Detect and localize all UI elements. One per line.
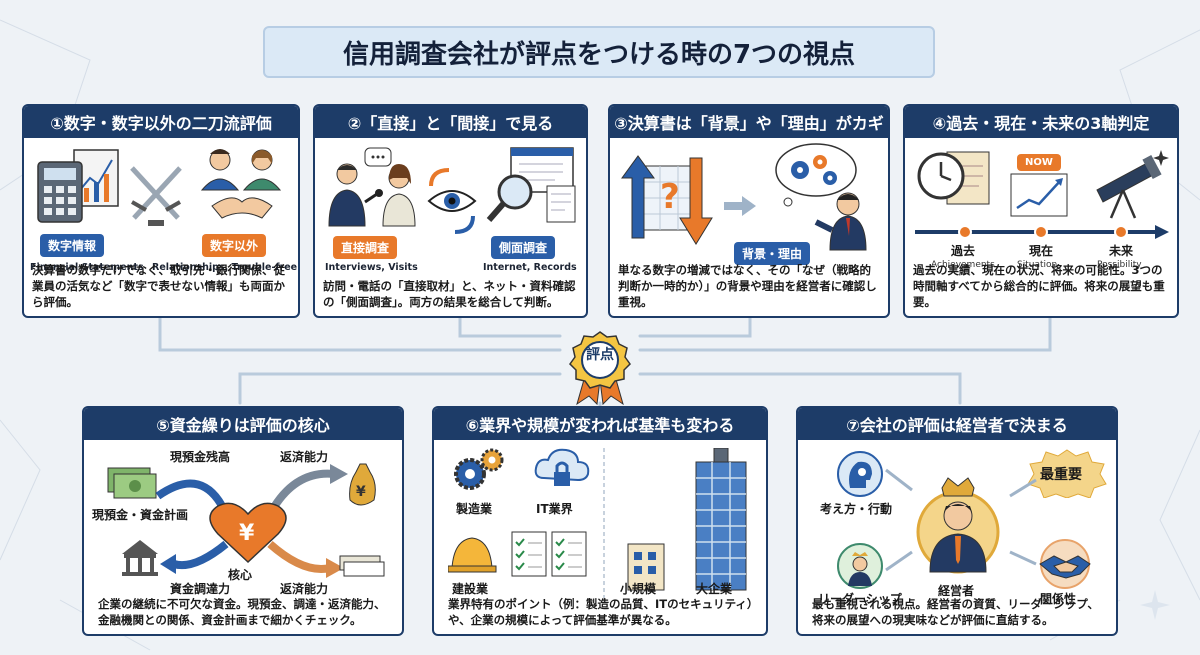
numbers-pill: 数字情報 [40,234,105,257]
present-label: 現在 [1029,244,1054,258]
thinking-action-label: 考え方・行動 [820,502,893,516]
card-5-cash-flow: ⑤資金繰りは評価の核心 ¥ ¥ 現預金残高 返済能力 現預金・資金計画 [82,406,404,636]
card-heading: ⑦会社の評価は経営者で決まる [798,408,1116,440]
card-description: 訪問・電話の「直接取材」と、ネット・資料確認の「側面調査」。両方の結果を総合して… [323,279,576,309]
hardhat-checklist-icon [448,531,587,577]
leadership-label: リーダーシップ [818,592,902,606]
right-arrow-icon [724,196,756,216]
repayment-capacity-label: 返済能力 [280,450,329,464]
executive-crown-icon [916,477,1000,574]
gears-icon [454,448,504,490]
growth-chart-icon [1010,173,1068,217]
cash-balance-label: 現預金残高 [170,450,231,464]
clock-scroll-icon [917,151,990,205]
card-description: 過去の実績、現在の状況、将来の可能性。3つの時間軸すべてから総合的に評価。将来の… [913,263,1165,309]
calculator-chart-icon [37,149,119,223]
card-heading: ①数字・数字以外の二刀流評価 [24,106,298,138]
relationships-label: Relationships, Trouble-free [152,262,298,273]
future-label: 未来 [1109,244,1134,258]
card-description: 最も重視される視点。経営者の資質、リーダーシップ、将来の展望への現実味などが評価… [812,597,1099,627]
thinking-businessman-icon [775,143,867,251]
crossed-swords-icon [130,166,182,226]
present-sub: Situation [1017,260,1058,270]
card-4-three-axis: ④過去・現在・未来の3軸判定 NOW 過去 [903,104,1179,318]
background-reason-tag: 背景・理由 [734,242,811,265]
future-sub: Possibility [1097,260,1142,270]
card-description: 単なる数字の増減ではなく、その「なぜ（戦略的判断か一時的か）」の背景や理由を経営… [618,263,877,309]
large-company-label: 大企業 [696,582,733,596]
leader-icon [837,543,883,589]
repayment-capacity-label-2: 返済能力 [280,582,329,596]
past-sub: Achievements [931,260,995,270]
side-survey-pill: 側面調査 [491,236,556,259]
card-heading: ②「直接」と「間接」で見る [315,106,586,138]
relationship-label: 関係性 [1040,592,1077,606]
top-priority-label: 最重要 [1040,467,1082,483]
buildings-icon [627,448,747,591]
card-heading: ④過去・現在・未来の3軸判定 [905,106,1177,138]
handshake-icon [1039,539,1091,589]
telescope-icon [1096,150,1169,219]
manufacturing-label: 製造業 [456,502,493,516]
card-2-direct-indirect: ②「直接」と「間接」で見る [313,104,588,318]
timeline-arrow [915,225,1169,239]
award-ribbon-icon [569,331,631,406]
card-heading: ③決算書は「背景」や「理由」がカギ [610,106,888,138]
card-description: 決算書の数字だけでなく、取引先・銀行関係、従業員の活気など「数字で表せない情報」… [32,263,285,309]
sparkle-icon [1140,590,1170,620]
internet-records-label: Internet, Records [483,262,577,273]
card-description: 企業の継続に不可欠な資金。現預金、調達・返済能力、金融機関との関係、資金計画まで… [98,597,386,627]
non-numbers-pill: 数字以外 [202,234,267,257]
core-label: 核心 [228,568,253,582]
svg-text:¥: ¥ [356,484,366,500]
card-6-industry-scale: ⑥業界や規模が変われば基準も変わる [432,406,768,636]
search-documents-icon [486,147,576,223]
eye-cycle-icon [427,168,477,234]
small-scale-label: 小規模 [620,582,657,596]
fundraising-label: 資金調達力 [170,582,231,596]
card-1-dual-evaluation: ①数字・数字以外の二刀流評価 [22,104,300,318]
it-industry-label: IT業界 [536,502,573,516]
executive-label: 経営者 [938,584,975,598]
now-tag: NOW [1017,154,1061,171]
interview-icon [328,147,416,227]
direct-survey-pill: 直接調査 [333,236,398,259]
financial-statements-label: Financial Statements [30,262,144,273]
cash-plan-label: 現預金・資金計画 [92,508,189,522]
svg-text:?: ? [660,177,680,217]
card-3-background-reasons: ③決算書は「背景」や「理由」がカギ ? 背景・理由 単なる数字の増減ではなく、そ… [608,104,890,318]
page-title: 信用調査会社が評点をつける時の7つの視点 [263,26,935,78]
past-label: 過去 [951,244,976,258]
rating-badge: 評点 [567,330,633,406]
construction-label: 建設業 [452,582,489,596]
card-heading: ⑥業界や規模が変われば基準も変わる [434,408,766,440]
divider-line [603,448,605,598]
card-heading: ⑤資金繰りは評価の核心 [84,408,402,440]
cash-flow-heart-diagram: ¥ ¥ [107,463,385,578]
card-7-management: ⑦会社の評価は経営者で決まる [796,406,1118,636]
interviews-label: Interviews, Visits [325,262,418,273]
arrows-connector [885,468,1037,572]
svg-text:¥: ¥ [239,521,255,546]
cloud-lock-icon [534,448,590,486]
people-handshake-icon [200,149,282,219]
financial-question-icon: ? [621,155,713,245]
card-description: 業界特有のポイント（例：製造の品質、ITのセキュリティ）や、企業の規模によって評… [448,597,753,627]
top-priority-burst [1027,449,1107,498]
rating-badge-label: 評点 [586,347,614,363]
head-gears-icon [837,451,883,497]
